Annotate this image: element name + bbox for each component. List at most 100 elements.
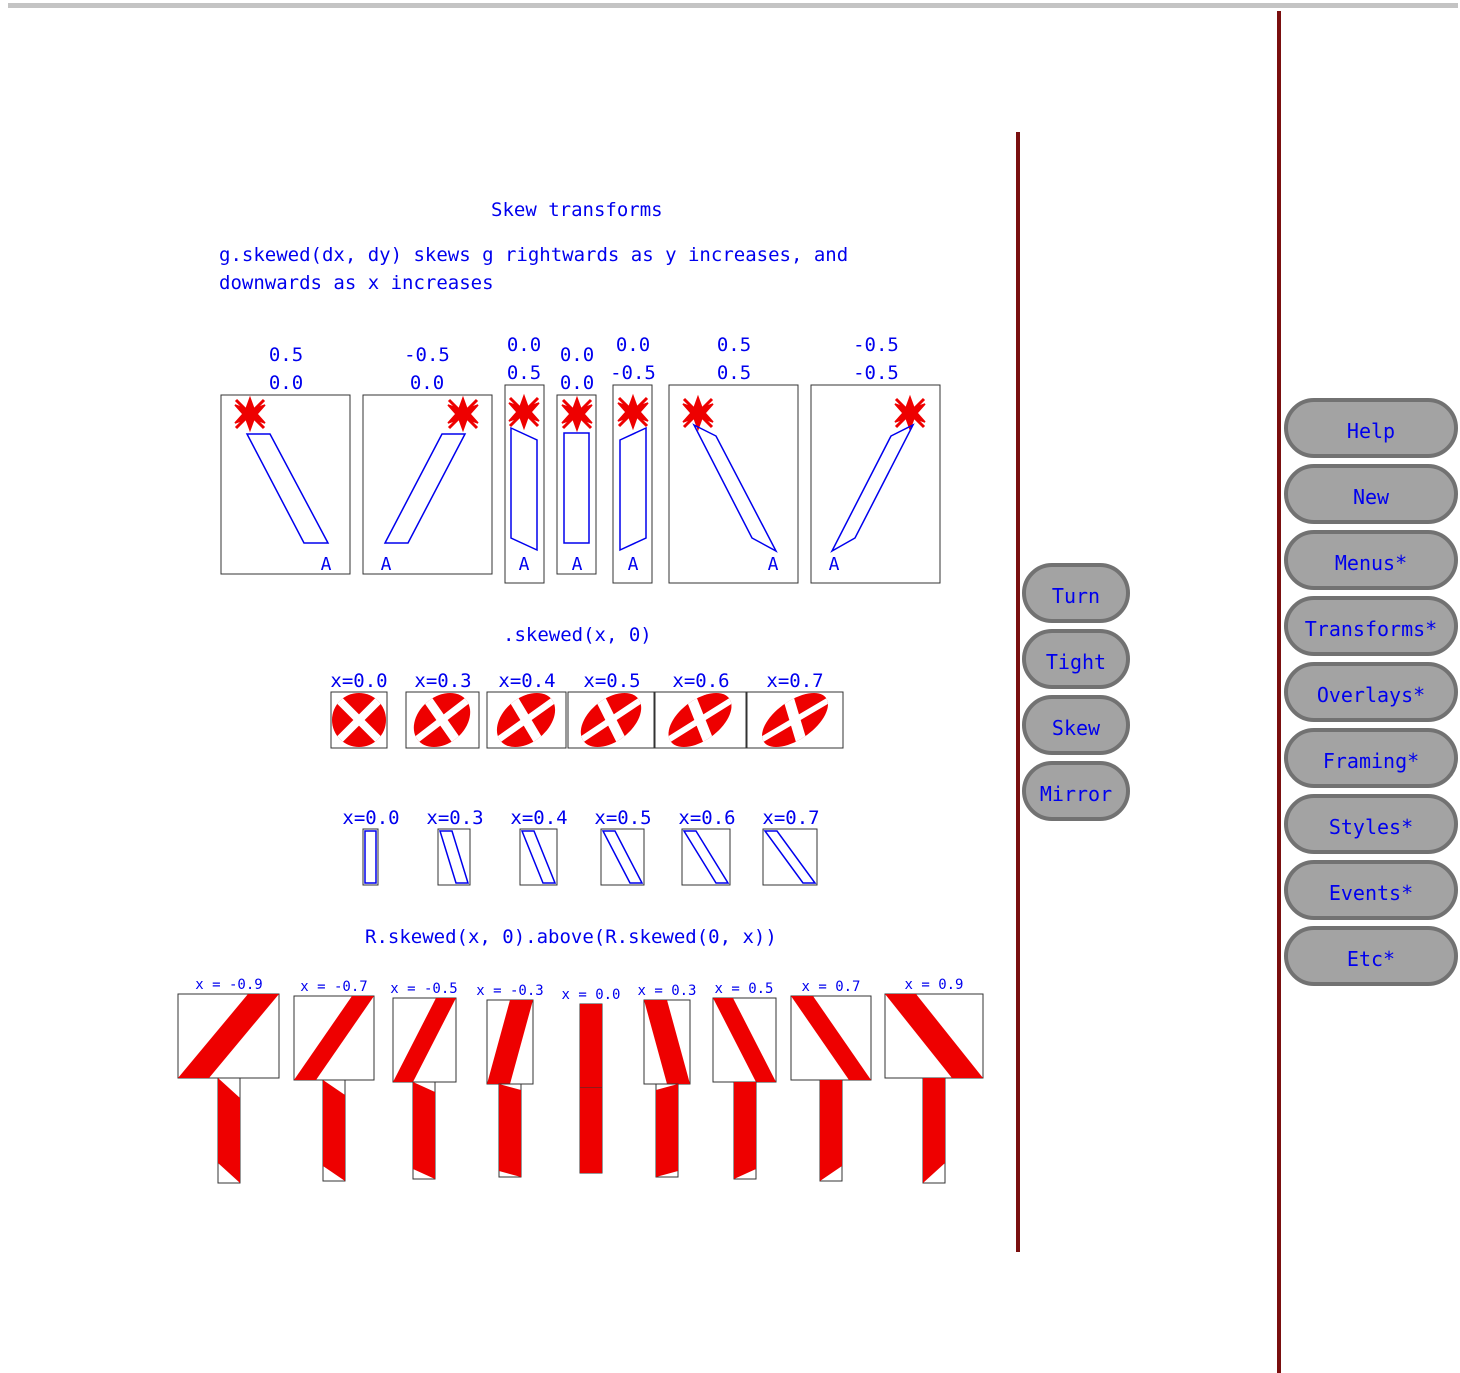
row1-figure: A (668, 384, 799, 584)
events-button-label: Events* (1328, 881, 1414, 905)
new-button-label: New (1352, 485, 1390, 509)
svg-text:A: A (628, 554, 639, 575)
row1-figure: A (612, 384, 653, 584)
svg-text:A: A (768, 554, 779, 575)
row1-label-dx: 0.0 (560, 344, 594, 366)
framing-button-label: Framing* (1322, 749, 1420, 773)
tight-button[interactable]: Tight (1022, 629, 1130, 689)
row4-label: x = -0.7 (300, 979, 367, 995)
row1-label-dx: 0.0 (507, 334, 541, 356)
row4-figure (392, 997, 457, 1180)
row1-label-dy: -0.5 (610, 362, 656, 384)
row2-label: x=0.7 (766, 670, 823, 692)
svg-text:A: A (829, 554, 840, 575)
row4-figure (579, 1003, 603, 1174)
turn-button-label: Turn (1051, 584, 1101, 608)
row2-figure (654, 691, 747, 749)
row4-label: x = 0.7 (801, 979, 860, 995)
row2-label: x=0.5 (583, 670, 640, 692)
row3-label: x=0.7 (762, 807, 819, 829)
row4-label: x = 0.9 (904, 977, 963, 993)
tight-button-label: Tight (1045, 650, 1107, 674)
menus-button-label: Menus* (1334, 551, 1408, 575)
etc-button-label: Etc* (1346, 947, 1396, 971)
skew-button[interactable]: Skew (1022, 695, 1130, 755)
description-line-1: g.skewed(dx, dy) skews g rightwards as y… (219, 244, 849, 266)
row3-figure (681, 828, 731, 886)
transforms-button-label: Transforms* (1304, 617, 1438, 641)
menus-button[interactable]: Menus* (1284, 530, 1458, 590)
row1-figure: A (362, 394, 493, 575)
row1-label-dx: 0.0 (616, 334, 650, 356)
row1-label-dy: 0.5 (717, 362, 751, 384)
row4-label: x = -0.9 (195, 977, 262, 993)
row2-figure (330, 691, 388, 749)
row4-label: x = 0.0 (561, 987, 620, 1003)
new-button[interactable]: New (1284, 464, 1458, 524)
row2-labels: x=0.0 x=0.3 x=0.4 x=0.5 x=0.6 x=0.7 (330, 670, 823, 692)
row3-label: x=0.4 (510, 807, 567, 829)
row2-figure (405, 691, 480, 749)
row1-labels: 0.5 0.0 -0.5 0.0 0.0 0.5 0.0 0.0 0.0 -0.… (269, 334, 899, 394)
caption-skewed-x0: .skewed(x, 0) (503, 624, 652, 646)
row4-label: x = -0.3 (476, 983, 543, 999)
svg-text:A: A (572, 554, 583, 575)
etc-button[interactable]: Etc* (1284, 926, 1458, 986)
row3-figure (600, 828, 645, 886)
row3-figure (362, 828, 379, 886)
transforms-button[interactable]: Transforms* (1284, 596, 1458, 656)
row3-figure (519, 828, 558, 886)
overlays-button-label: Overlays* (1316, 683, 1426, 707)
row2-label: x=0.4 (498, 670, 555, 692)
row4-labels: x = -0.9 x = -0.7 x = -0.5 x = -0.3 x = … (195, 977, 963, 1003)
styles-button[interactable]: Styles* (1284, 794, 1458, 854)
row1-label-dx: 0.5 (717, 334, 751, 356)
page-title: Skew transforms (491, 199, 663, 221)
svg-text:A: A (321, 554, 332, 575)
caption-above: R.skewed(x, 0).above(R.skewed(0, x)) (365, 926, 777, 948)
row2-figure (567, 691, 655, 749)
top-rule (8, 3, 1458, 8)
row4-figure (884, 993, 984, 1184)
row1-label-dx: 0.5 (269, 344, 303, 366)
row3-labels: x=0.0 x=0.3 x=0.4 x=0.5 x=0.6 x=0.7 (342, 807, 819, 829)
framing-button[interactable]: Framing* (1284, 728, 1458, 788)
row4-figure (177, 993, 280, 1184)
mirror-button[interactable]: Mirror (1022, 761, 1130, 821)
divider-right (1277, 11, 1281, 1373)
row3-label: x=0.5 (594, 807, 651, 829)
row4-figure (790, 995, 872, 1182)
row1-label-dy: 0.0 (560, 372, 594, 394)
row3-label: x=0.6 (678, 807, 735, 829)
row2-label: x=0.6 (672, 670, 729, 692)
turn-button[interactable]: Turn (1022, 563, 1130, 623)
row2-figure (746, 691, 844, 749)
row1-label-dy: 0.0 (269, 372, 303, 394)
help-button[interactable]: Help (1284, 398, 1458, 458)
row2-label: x=0.3 (414, 670, 471, 692)
overlays-button[interactable]: Overlays* (1284, 662, 1458, 722)
skew-button-label: Skew (1051, 716, 1101, 740)
row3-label: x=0.0 (342, 807, 399, 829)
row1-label-dy: 0.0 (410, 372, 444, 394)
row4-figure (293, 995, 375, 1182)
row4-label: x = -0.5 (390, 981, 457, 997)
row2-figure (486, 691, 567, 749)
row1-label-dy: 0.5 (507, 362, 541, 384)
row3-figure (437, 828, 471, 886)
row3-figure (762, 828, 818, 886)
row1-figure: A (810, 384, 941, 584)
svg-text:A: A (381, 554, 392, 575)
divider-middle (1016, 132, 1020, 1252)
row4-figure (643, 999, 691, 1178)
events-button[interactable]: Events* (1284, 860, 1458, 920)
styles-button-label: Styles* (1328, 815, 1414, 839)
description-line-2: downwards as x increases (219, 272, 494, 294)
row4-label: x = 0.3 (637, 983, 696, 999)
row1-label-dx: -0.5 (853, 334, 899, 356)
row4-label: x = 0.5 (714, 981, 773, 997)
row1-label-dy: -0.5 (853, 362, 899, 384)
row1-figure: A (556, 394, 597, 575)
row4-figure (712, 997, 777, 1180)
row1-label-dx: -0.5 (404, 344, 450, 366)
